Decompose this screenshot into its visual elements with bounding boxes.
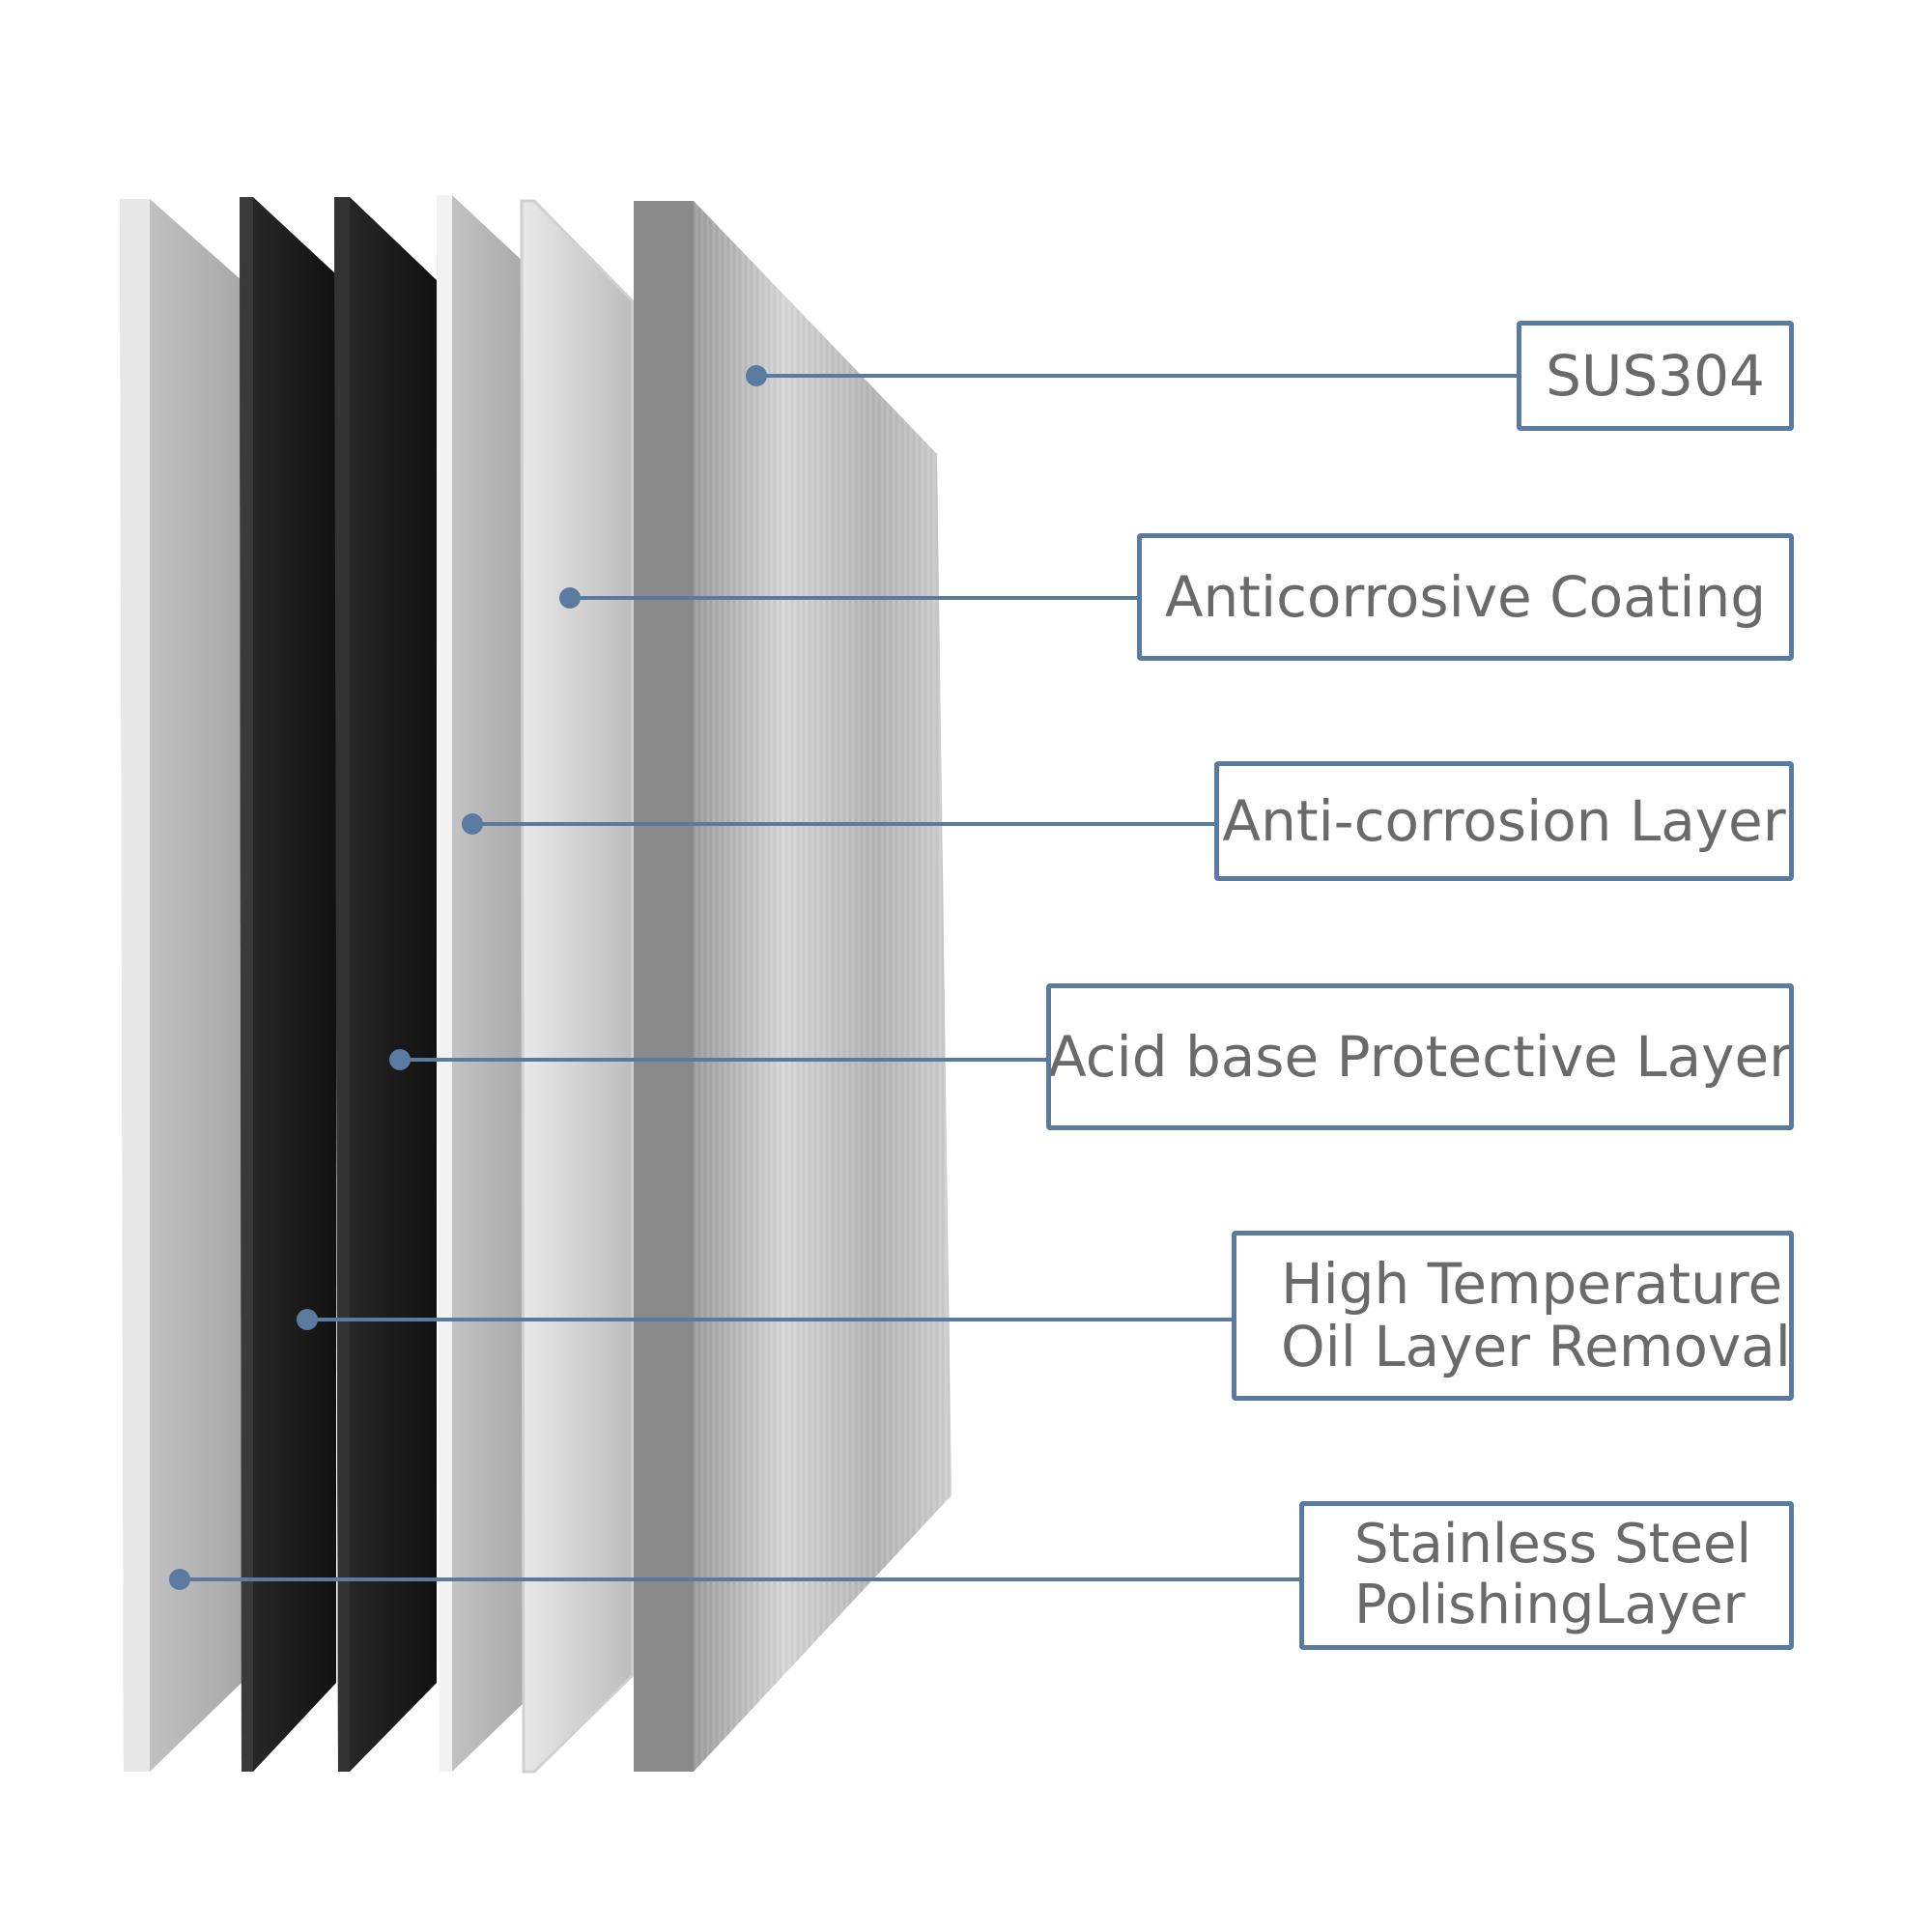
dot-stainless [169, 1569, 190, 1590]
stainless-polishing-layer [120, 199, 242, 1772]
callout-label-line-2: Oil Layer Removal [1281, 1314, 1791, 1379]
callout-acid-base-protective-layer: Acid base Protective Layer [1046, 983, 1794, 1130]
callout-anticorrosive-coating: Anticorrosive Coating [1137, 533, 1794, 661]
anti-corrosion-layer-plate [437, 195, 526, 1772]
callout-label-line-1: High Temperature [1281, 1251, 1783, 1318]
sus304-plate [634, 201, 952, 1772]
callout-label: Anticorrosive Coating [1164, 563, 1767, 630]
dot-anti-corrosion-layer [462, 813, 483, 835]
callout-label: SUS304 [1546, 342, 1765, 409]
callout-label: Acid base Protective Layer [1048, 1023, 1792, 1090]
callout-stainless-steel-polishing-layer: Stainless Steel PolishingLayer [1299, 1501, 1794, 1650]
callout-label-line-1: Stainless Steel [1354, 1513, 1752, 1577]
acid-base-layer [334, 197, 437, 1772]
leader-lines [169, 365, 1517, 1590]
callout-label: Anti-corrosion Layer [1222, 787, 1786, 854]
callout-anti-corrosion-layer: Anti-corrosion Layer [1214, 761, 1794, 881]
anticorrosive-coating-plate [520, 199, 635, 1774]
dot-acid-base [389, 1049, 411, 1070]
callout-label-line-2: PolishingLayer [1354, 1574, 1746, 1636]
callout-sus304: SUS304 [1517, 321, 1794, 431]
oil-removal-layer [240, 197, 336, 1772]
dot-sus304 [746, 365, 767, 386]
callout-high-temperature-oil-removal: High Temperature Oil Layer Removal [1232, 1231, 1794, 1401]
dot-high-temp [297, 1309, 318, 1330]
dot-anticorrosive-coating [559, 587, 581, 609]
